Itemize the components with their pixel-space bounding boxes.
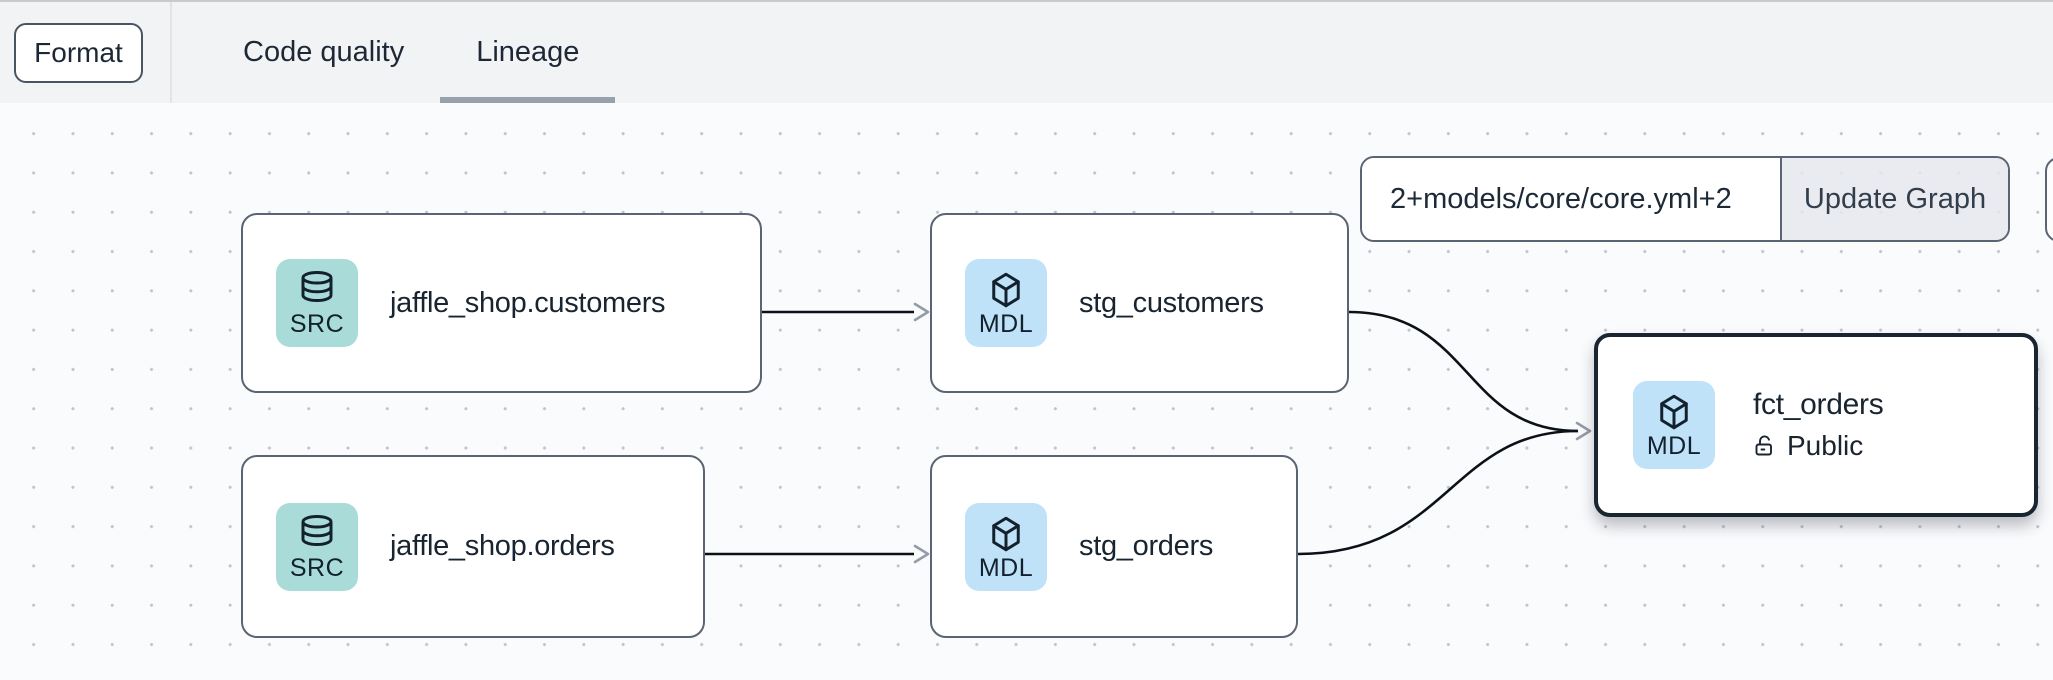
node-label: fct_orders — [1753, 388, 1884, 421]
selector-toolbar: 2+models/core/core.yml+2 Update Graph — [1360, 156, 2010, 242]
model-type-badge: MDL — [965, 259, 1047, 347]
cube-icon — [992, 516, 1020, 551]
cube-icon — [1660, 394, 1688, 430]
source-type-badge: SRC — [276, 259, 358, 347]
access-label: Public — [1787, 430, 1864, 461]
node-label: jaffle_shop.orders — [390, 530, 615, 562]
lineage-canvas[interactable]: SRC jaffle_shop.customers MDL stg_custom… — [0, 103, 2053, 680]
model-type-badge: MDL — [965, 502, 1047, 591]
model-type-badge: MDL — [1633, 381, 1715, 469]
node-fct-orders[interactable]: MDL fct_orders Public — [1594, 333, 2038, 517]
arrowhead-icon — [1575, 421, 1592, 441]
header-divider — [170, 2, 172, 103]
node-type-label: SRC — [289, 310, 345, 338]
partial-button[interactable] — [2045, 157, 2053, 242]
tab-bar: Code quality Lineage — [207, 2, 616, 103]
header: Format Code quality Lineage — [0, 0, 2053, 103]
source-type-badge: SRC — [276, 502, 358, 591]
node-type-label: MDL — [978, 553, 1034, 582]
database-icon — [301, 514, 333, 546]
node-jaffle-shop-customers[interactable]: SRC jaffle_shop.customers — [241, 213, 762, 393]
node-stg-orders[interactable]: MDL stg_orders — [930, 455, 1298, 638]
node-text-column: fct_orders Public — [1753, 388, 1884, 462]
unlock-icon — [1755, 435, 1772, 456]
selector-input[interactable]: 2+models/core/core.yml+2 — [1362, 158, 1780, 240]
tab-code-quality[interactable]: Code quality — [243, 36, 405, 68]
database-icon — [301, 271, 333, 302]
arrowhead-icon — [913, 544, 930, 564]
node-type-label: MDL — [978, 310, 1034, 338]
tab-lineage[interactable]: Lineage — [440, 2, 616, 103]
cube-icon — [992, 272, 1020, 308]
node-type-label: MDL — [1646, 432, 1702, 460]
arrowhead-icon — [913, 302, 930, 322]
format-button[interactable]: Format — [14, 22, 143, 83]
node-type-label: SRC — [289, 553, 345, 582]
node-jaffle-shop-orders[interactable]: SRC jaffle_shop.orders — [241, 455, 705, 638]
edge-stg-customers-to-fct-orders[interactable] — [1348, 310, 1579, 433]
edges-layer — [705, 302, 1592, 564]
node-label: jaffle_shop.customers — [390, 286, 666, 319]
node-label: stg_customers — [1079, 286, 1264, 319]
access-row: Public — [1753, 430, 1883, 462]
node-label: stg_orders — [1079, 530, 1214, 562]
node-stg-customers[interactable]: MDL stg_customers — [930, 213, 1349, 393]
update-graph-button[interactable]: Update Graph — [1780, 158, 2008, 240]
edge-stg-orders-to-fct-orders[interactable] — [1297, 429, 1579, 556]
